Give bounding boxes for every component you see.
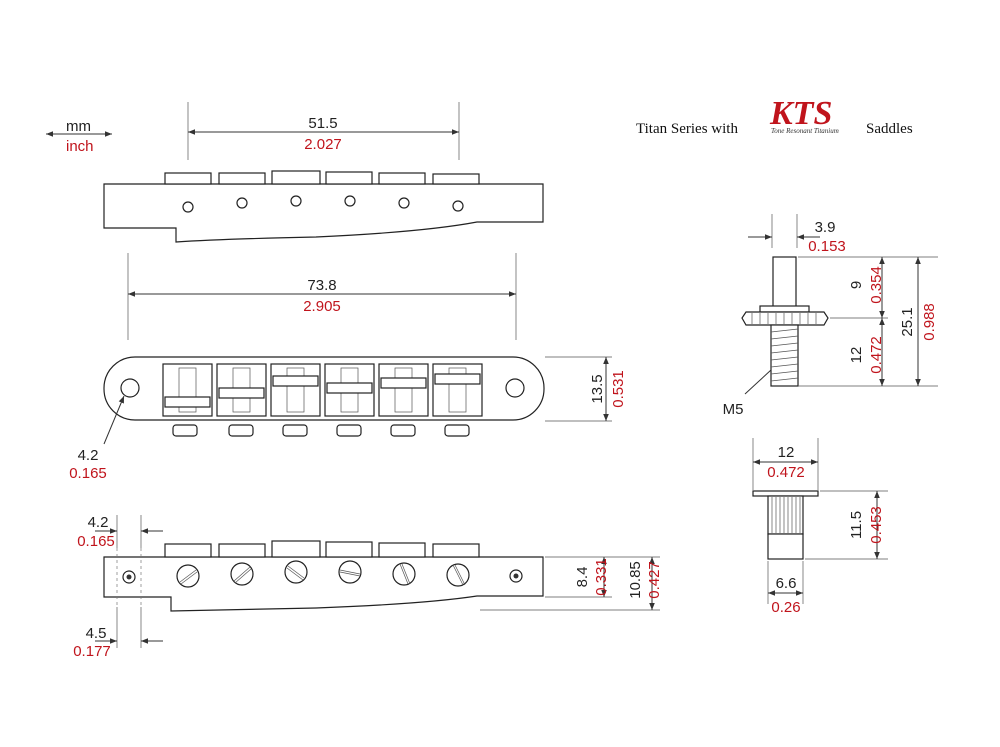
saddle [271,540,321,558]
saddle [432,173,480,185]
overall-length: 73.8 2.905 [127,253,517,340]
hole-leader [103,395,125,445]
intonation-screw [338,560,362,584]
saddle [218,543,266,558]
legend-inch: inch [66,138,94,155]
stud-total-mm: 25.1 [899,307,916,336]
front-height-mm: 13.5 [589,374,606,403]
kts-logo: KTS Tone Resonant Titanium [769,95,839,135]
insert-flange [752,490,819,497]
stud-upper-shaft [772,256,797,311]
post-screws [122,569,523,584]
insert-base-in: 0.26 [771,599,800,616]
front-height-in: 0.531 [610,370,627,408]
saddle-row-front [162,363,483,437]
stud-lower-in: 0.472 [868,336,885,374]
side-view: 4.2 0.165 4.5 0.177 8.4 0.331 10.85 0.42… [73,514,663,660]
saddle-row-side [164,540,480,558]
saddle [378,172,426,185]
stud-width-mm: 3.9 [815,219,836,236]
intonation-screw [230,562,254,586]
intonation-screw [284,560,308,584]
hole-in: 0.165 [69,465,107,482]
saddle [432,543,480,558]
bridge-body-side [103,556,544,612]
stud-thread [770,324,799,387]
stud-lower-mm: 12 [848,347,865,364]
left-bottom-in: 0.177 [73,643,111,660]
stud-thread-label: M5 [723,401,744,418]
screw-holes-top [182,195,464,213]
left-top-mm: 4.2 [88,514,109,531]
stud-width-in: 0.153 [808,238,846,255]
saddle-front [324,363,375,437]
stud-upper-mm: 9 [848,281,865,289]
saddle-front [162,363,213,437]
units-legend: mm inch [46,118,112,155]
insert-width-mm: 12 [778,444,795,461]
insert-detail: 12 0.472 11.5 0.453 6.6 0.26 [752,438,888,616]
screw-hole [398,197,410,209]
saddle-front [216,363,267,437]
bridge-body-top [103,183,544,243]
insert-height-mm: 11.5 [848,511,865,539]
saddle [325,541,373,558]
screw-hole [236,197,248,209]
stud-total-in: 0.988 [921,303,938,341]
overall-mm: 73.8 [307,277,336,294]
saddle-front [378,363,429,437]
inner-height-mm: 8.4 [574,567,591,588]
stud-knurled-nut [741,311,829,326]
saddle-front [270,363,321,437]
title-prefix: Titan Series with [636,121,738,137]
saddle-span-mm: 51.5 [308,115,337,132]
post-hole-right [505,378,525,398]
saddle-front [432,363,483,437]
thread-leader [744,369,772,395]
stud-upper-in: 0.354 [868,266,885,304]
saddle [218,172,266,185]
left-bottom-mm: 4.5 [86,625,107,642]
insert-width-in: 0.472 [767,464,805,481]
top-view: 51.5 2.027 [103,102,544,243]
insert-lower-body [767,533,804,560]
screw-hole [182,201,194,213]
saddle [164,543,212,558]
screw-hole [452,200,464,212]
title-suffix: Saddles [866,121,913,137]
saddle [164,172,212,185]
post-hole-left [120,378,140,398]
saddle-row-top [164,170,480,185]
screw-hole [290,195,302,207]
left-top-in: 0.165 [77,533,115,550]
saddle [378,542,426,558]
hole-mm: 4.2 [78,447,99,464]
outer-height-mm: 10.85 [627,561,644,599]
front-view: 13.5 0.531 4.2 0.165 [69,356,627,482]
saddle [325,171,373,185]
saddle-span-in: 2.027 [304,136,342,153]
intonation-screws [176,560,470,588]
kts-logo-subtext: Tone Resonant Titanium [771,127,839,135]
screw-hole [344,195,356,207]
insert-height-in: 0.453 [868,506,885,544]
insert-knurled-body [767,495,804,535]
outer-height-in: 0.427 [646,561,663,599]
legend-mm: mm [66,118,91,135]
overall-in: 2.905 [303,298,341,315]
kts-logo-text: KTS [769,95,832,132]
stud-washer [759,305,810,313]
intonation-screw [446,563,470,587]
inner-height-in: 0.331 [593,558,610,596]
stud-detail: 3.9 0.153 9 0.354 12 0.472 25.1 0.988 M5 [723,214,938,418]
intonation-screw [392,562,416,586]
saddle [271,170,321,185]
intonation-screw [176,564,200,588]
header-title: Titan Series with KTS Tone Resonant Tita… [636,95,913,137]
insert-base-mm: 6.6 [776,575,797,592]
